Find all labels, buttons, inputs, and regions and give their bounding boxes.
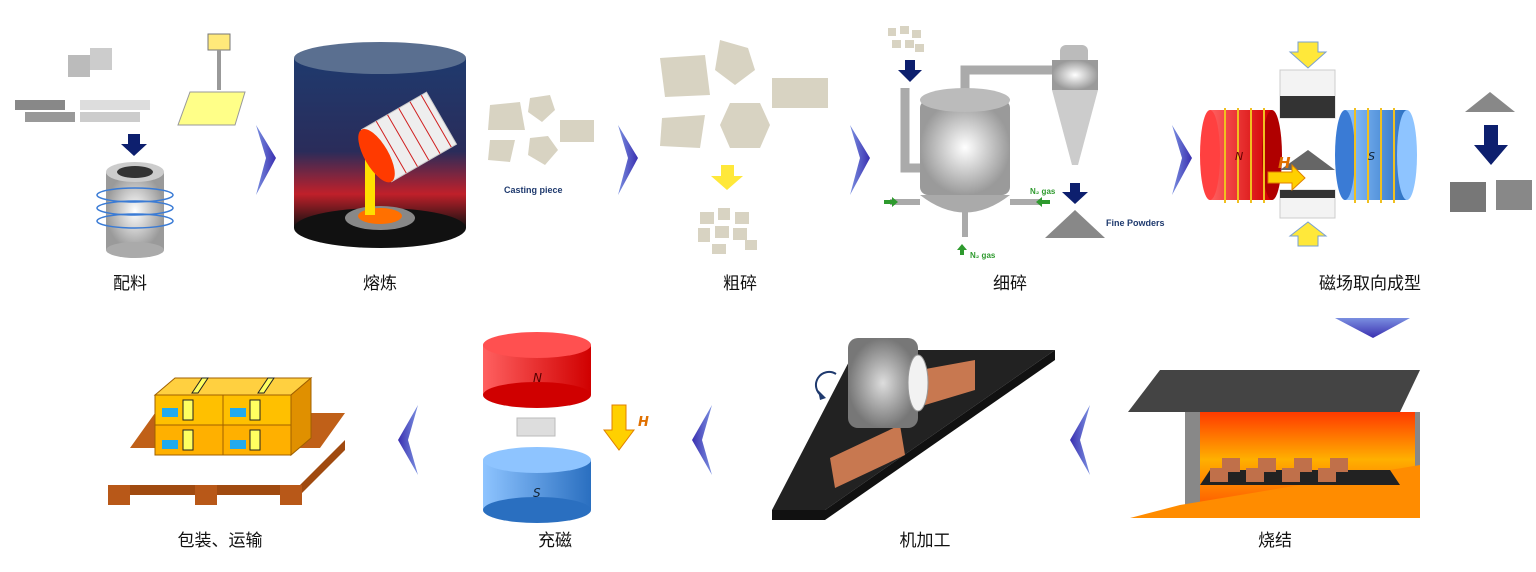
stage-sintering: 烧结 xyxy=(1128,370,1420,551)
stage-label: 磁场取向成型 xyxy=(1319,274,1421,294)
flow-arrow-right-icon xyxy=(256,125,276,195)
stage-packaging: 包装、运输 xyxy=(108,376,345,551)
magnetizing-h-label: H xyxy=(638,415,649,430)
pole-n-label: N xyxy=(1235,150,1243,163)
flow-arrow-left-icon xyxy=(398,405,418,475)
stage-batching: 配料 xyxy=(15,33,246,294)
stage-field-pressing: N S H 磁场取向成型 xyxy=(1200,41,1532,294)
flow-arrow-left-icon xyxy=(692,405,712,475)
metal-ingots-icon xyxy=(15,48,150,122)
down-arrow-icon xyxy=(121,134,147,156)
pressed-blocks-icon xyxy=(1450,92,1532,212)
stage-fine-milling: N₂ gas N₂ gas Fine Powders 细碎 xyxy=(884,26,1165,294)
flow-arrow-right-icon xyxy=(618,125,638,195)
pole-s-label: S xyxy=(1368,150,1375,163)
stage-coarse-crushing: 粗碎 xyxy=(660,40,828,294)
small-fragments-icon xyxy=(698,208,757,254)
magnetizer-icon xyxy=(483,332,635,523)
magnet-n-label: N xyxy=(533,371,542,385)
stage-label: 包装、运输 xyxy=(178,531,263,551)
fine-powders-label: Fine Powders xyxy=(1106,218,1165,228)
flow-arrow-left-icon xyxy=(1070,405,1090,475)
stage-label: 充磁 xyxy=(538,531,572,551)
pallet-boxes-icon xyxy=(108,376,345,505)
n2-gas-side-label: N₂ gas xyxy=(1030,187,1056,196)
magnet-s-label: S xyxy=(533,486,541,500)
flow-arrow-right-icon xyxy=(1172,125,1192,195)
melting-furnace-icon xyxy=(294,42,466,248)
grinding-machine-icon xyxy=(772,338,1055,520)
jet-mill-icon xyxy=(884,26,1105,255)
sintering-furnace-icon xyxy=(1128,370,1420,518)
casting-pieces-icon xyxy=(488,95,594,165)
field-press-icon xyxy=(1200,41,1417,247)
n2-gas-bottom-label: N₂ gas xyxy=(970,251,996,260)
stage-melting: 熔炼 xyxy=(294,42,466,294)
stage-label: 熔炼 xyxy=(363,274,397,294)
field-h-label: H xyxy=(1278,154,1291,172)
stage-label: 粗碎 xyxy=(723,274,757,294)
stage-label: 配料 xyxy=(113,274,147,294)
casting-piece-caption: Casting piece xyxy=(504,185,563,195)
stage-label: 细碎 xyxy=(993,274,1027,294)
stage-machining: 机加工 xyxy=(772,338,1055,551)
scale-icon xyxy=(177,33,246,126)
coarse-fragments-icon xyxy=(660,40,828,148)
stage-label: 烧结 xyxy=(1258,531,1292,551)
flow-arrow-right-icon xyxy=(850,125,870,195)
stage-magnetizing: N S H 充磁 xyxy=(483,332,649,551)
induction-crucible-icon xyxy=(96,162,174,258)
stage-label: 机加工 xyxy=(900,531,951,551)
down-arrow-icon xyxy=(711,165,743,190)
flow-arrow-down-icon xyxy=(1335,318,1410,338)
